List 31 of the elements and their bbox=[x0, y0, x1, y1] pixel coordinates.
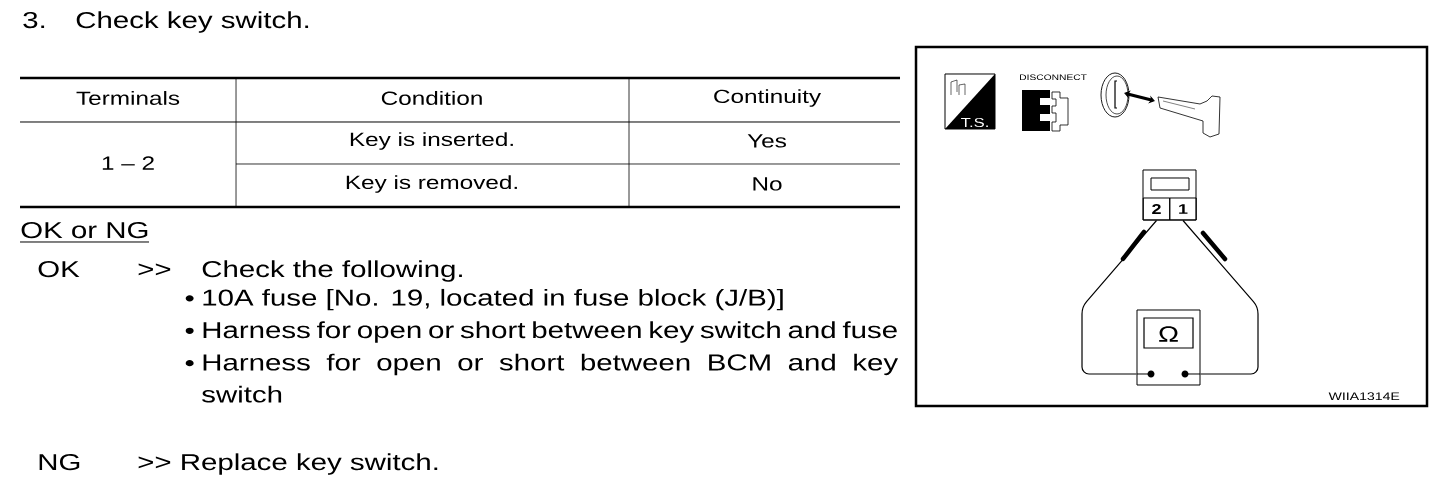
result-heading: OK or NG bbox=[21, 221, 148, 239]
table-cell: 1 – 2 bbox=[102, 156, 154, 170]
table-cell: Continuity bbox=[714, 89, 821, 107]
bullet-item: Harness for open or short between BCM and key switch bbox=[202, 353, 899, 403]
bullet-item: Harness for open or short between key switch and fuse bbox=[203, 321, 897, 343]
result-label: OK bbox=[38, 260, 80, 278]
table-cell: Yes bbox=[747, 134, 786, 148]
result-arrow: >> bbox=[138, 263, 171, 276]
result-label: NG bbox=[39, 453, 80, 471]
bullet: • bbox=[185, 360, 194, 367]
figure-code: WIIA1314E bbox=[1328, 392, 1400, 401]
terminal-cell: 1 bbox=[1169, 197, 1197, 221]
table-cell: Condition bbox=[381, 91, 482, 105]
test-lead bbox=[1081, 219, 1158, 375]
step-heading: Check key switch. bbox=[76, 11, 309, 33]
step-number: 3. bbox=[23, 11, 45, 29]
table-cell: No bbox=[753, 177, 782, 191]
terminal-cell: 2 bbox=[1142, 197, 1171, 221]
table-cell: Terminals bbox=[76, 91, 180, 105]
table-cell: Key is inserted. bbox=[350, 132, 513, 150]
test-lead bbox=[1182, 219, 1259, 375]
icon-label: DISCONNECT bbox=[1020, 74, 1087, 81]
bullet: • bbox=[185, 295, 194, 302]
icon-label: T.S. bbox=[961, 117, 988, 128]
bullet-item: 10A fuse [No. 19, located in fuse block (J/B)] bbox=[203, 288, 783, 311]
instruction-text: Check the following. bbox=[202, 260, 462, 282]
bullet: • bbox=[185, 327, 194, 334]
table-cell: Key is removed. bbox=[346, 175, 517, 193]
ohmmeter: Ω bbox=[1136, 309, 1201, 386]
connector-drawing bbox=[1142, 169, 1197, 221]
instruction-text: >> Replace key switch. bbox=[138, 453, 438, 475]
